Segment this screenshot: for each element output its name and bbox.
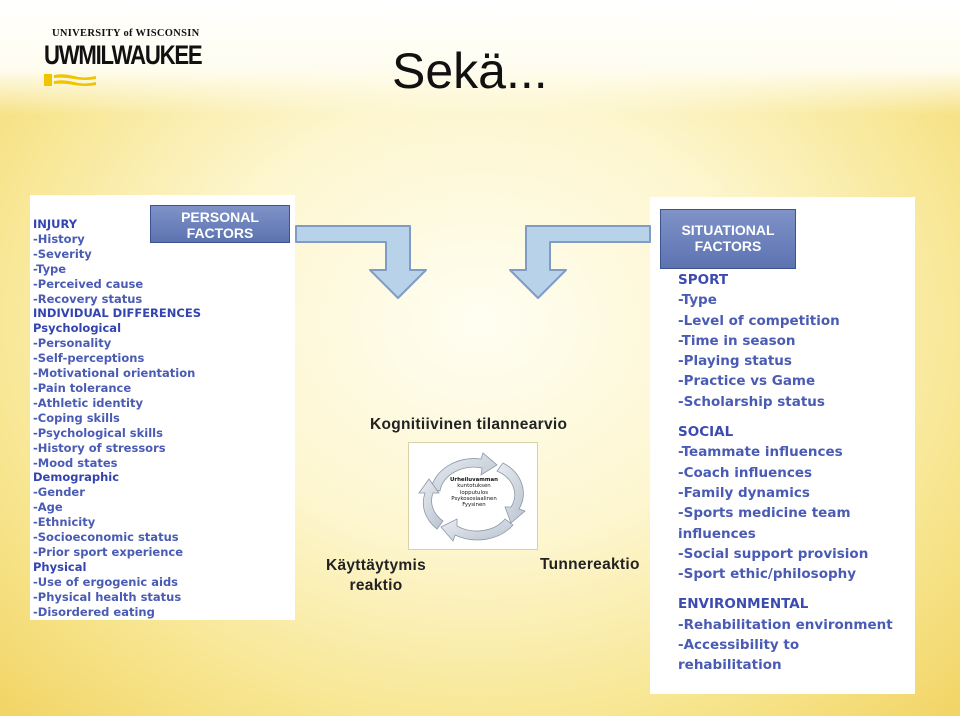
behavioral-line-2: reaktio bbox=[349, 577, 403, 594]
list-item: -Athletic identity bbox=[33, 395, 143, 410]
header-line: FACTORS bbox=[186, 225, 254, 241]
list-item: -Coping skills bbox=[33, 410, 120, 425]
header-line: FACTORS bbox=[694, 238, 762, 254]
list-item: -Age bbox=[33, 500, 63, 515]
subcategory-heading: Demographic bbox=[33, 470, 120, 485]
list-item: -Sports medicine team bbox=[678, 505, 851, 522]
list-spacer bbox=[678, 584, 893, 594]
category-heading: INDIVIDUAL DIFFERENCES bbox=[33, 306, 201, 321]
title-band bbox=[0, 0, 960, 115]
subcategory-heading: Psychological bbox=[33, 321, 122, 336]
list-item: -History bbox=[33, 231, 85, 246]
situational-factors-header: SITUATIONAL FACTORS bbox=[660, 209, 796, 269]
list-item: -Recovery status bbox=[33, 291, 143, 306]
list-item: -Playing status bbox=[678, 353, 792, 370]
list-item: -Gender bbox=[33, 485, 85, 500]
personal-factors-list: INJURY-History-Severity-Type-Perceived c… bbox=[33, 217, 201, 619]
category-heading: ENVIRONMENTAL bbox=[678, 596, 809, 613]
personal-factors-panel: PERSONAL FACTORS INJURY-History-Severity… bbox=[30, 195, 295, 620]
list-item: -Mood states bbox=[33, 455, 118, 470]
situational-factors-list: SPORT -Type -Level of competition -Time in … bbox=[678, 270, 893, 676]
right-down-arrow-icon bbox=[509, 225, 651, 299]
list-item: -Sport ethic/philosophy bbox=[678, 566, 857, 583]
cycle-center-text: Urheiluvamman kuntotuksen lopputulos Psy… bbox=[437, 477, 511, 508]
cycle-diagram: Urheiluvamman kuntotuksen lopputulos Psy… bbox=[408, 442, 538, 550]
uwm-logo: UNIVERSITY of WISCONSIN UWMILWAUKEE bbox=[44, 28, 234, 88]
emotional-response-label: Tunnereaktio bbox=[540, 556, 640, 573]
list-item: -Rehabilitation environment bbox=[678, 616, 893, 633]
behavioral-line-1: Käyttäytymis bbox=[325, 557, 427, 574]
list-item: -Time in season bbox=[678, 332, 796, 349]
list-item: -Level of competition bbox=[678, 312, 840, 329]
list-item: -Social support provision bbox=[678, 545, 869, 562]
cognitive-appraisal-label: Kognitiivinen tilannearvio bbox=[370, 416, 568, 433]
header-line: SITUATIONAL bbox=[681, 222, 775, 238]
subcategory-heading: Physical bbox=[33, 559, 87, 574]
cycle-line: Urheiluvamman bbox=[450, 477, 498, 483]
list-item: -Perceived cause bbox=[33, 276, 144, 291]
list-item: -Teammate influences bbox=[678, 444, 843, 461]
list-item: -Personality bbox=[33, 336, 112, 351]
category-heading: SOCIAL bbox=[678, 424, 734, 441]
list-item: -Motivational orientation bbox=[33, 366, 196, 381]
list-item: -Prior sport experience bbox=[33, 544, 184, 559]
list-item: -Type bbox=[678, 292, 717, 309]
list-item: influences bbox=[678, 525, 756, 542]
list-item: -Self-perceptions bbox=[33, 351, 145, 366]
list-item: -Pain tolerance bbox=[33, 380, 132, 395]
list-item: -Type bbox=[33, 261, 67, 276]
list-item: -Family dynamics bbox=[678, 484, 810, 501]
list-item: -Ethnicity bbox=[33, 515, 96, 530]
behavioral-response-label: Käyttäytymis reaktio bbox=[317, 556, 435, 596]
situational-factors-panel: SITUATIONAL FACTORS SPORT -Type -Level of … bbox=[650, 197, 915, 694]
list-item: -Socioeconomic status bbox=[33, 530, 179, 545]
cycle-line: lopputulos bbox=[459, 489, 489, 496]
left-down-arrow-icon bbox=[295, 225, 427, 299]
list-item: -Severity bbox=[33, 246, 92, 261]
list-item: -Use of ergogenic aids bbox=[33, 574, 179, 589]
logo-university-text: UNIVERSITY of WISCONSIN bbox=[52, 28, 200, 39]
list-item: -Physical health status bbox=[33, 589, 182, 604]
cycle-line: Psykososiaalinen bbox=[451, 495, 497, 502]
category-heading: SPORT bbox=[678, 272, 729, 288]
list-item: -Psychological skills bbox=[33, 425, 163, 440]
header-line: PERSONAL bbox=[181, 209, 259, 225]
list-item: -Accessibility to bbox=[678, 637, 800, 654]
list-item: -Practice vs Game bbox=[678, 373, 816, 390]
cycle-arrows-icon bbox=[418, 452, 526, 542]
list-item: -Coach influences bbox=[678, 464, 813, 481]
list-item: -Disordered eating bbox=[33, 604, 155, 619]
list-spacer bbox=[678, 412, 893, 422]
logo-flag-icon bbox=[44, 74, 96, 86]
list-item: -Scholarship status bbox=[678, 393, 825, 410]
list-item: rehabilitation bbox=[678, 657, 782, 674]
cycle-line: kuntotuksen bbox=[457, 483, 491, 490]
slide-title: Sekä... bbox=[392, 43, 548, 99]
personal-factors-header: PERSONAL FACTORS bbox=[150, 205, 290, 243]
list-item: -History of stressors bbox=[33, 440, 166, 455]
category-heading: INJURY bbox=[33, 217, 78, 231]
cycle-line: Fyysinen bbox=[462, 502, 486, 509]
logo-campus-text: UWMILWAUKEE bbox=[44, 40, 203, 70]
